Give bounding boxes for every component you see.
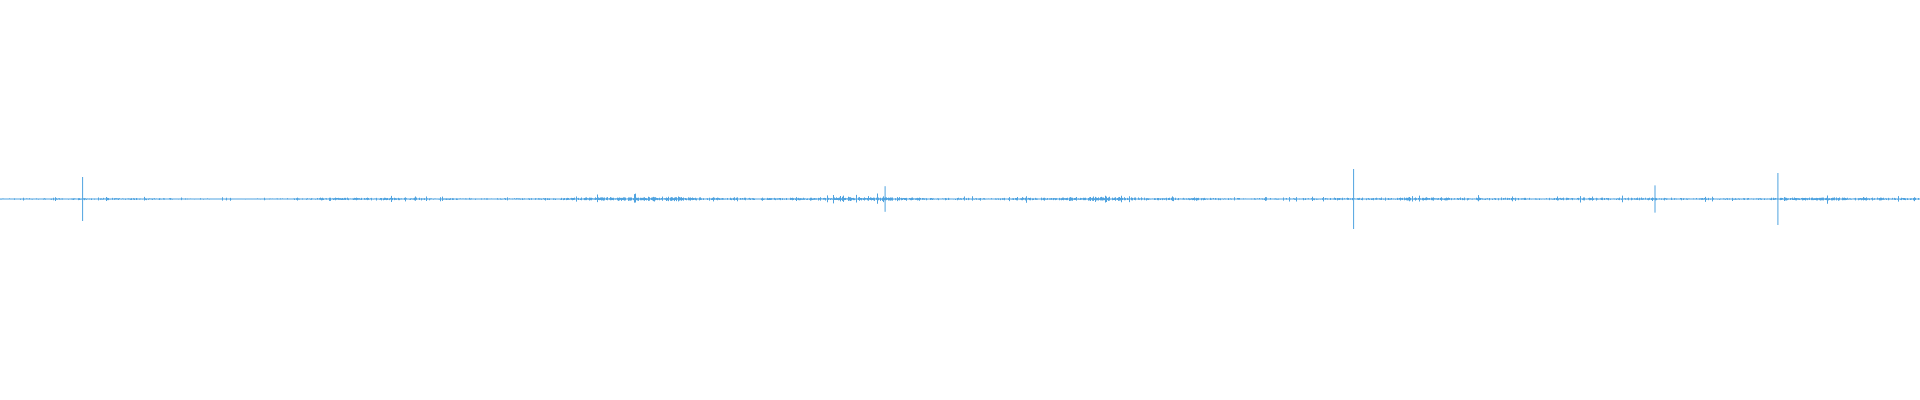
waveform-peaks [82,169,1779,229]
waveform-sample-ticks [0,193,1920,204]
waveform-samples [0,193,1920,204]
